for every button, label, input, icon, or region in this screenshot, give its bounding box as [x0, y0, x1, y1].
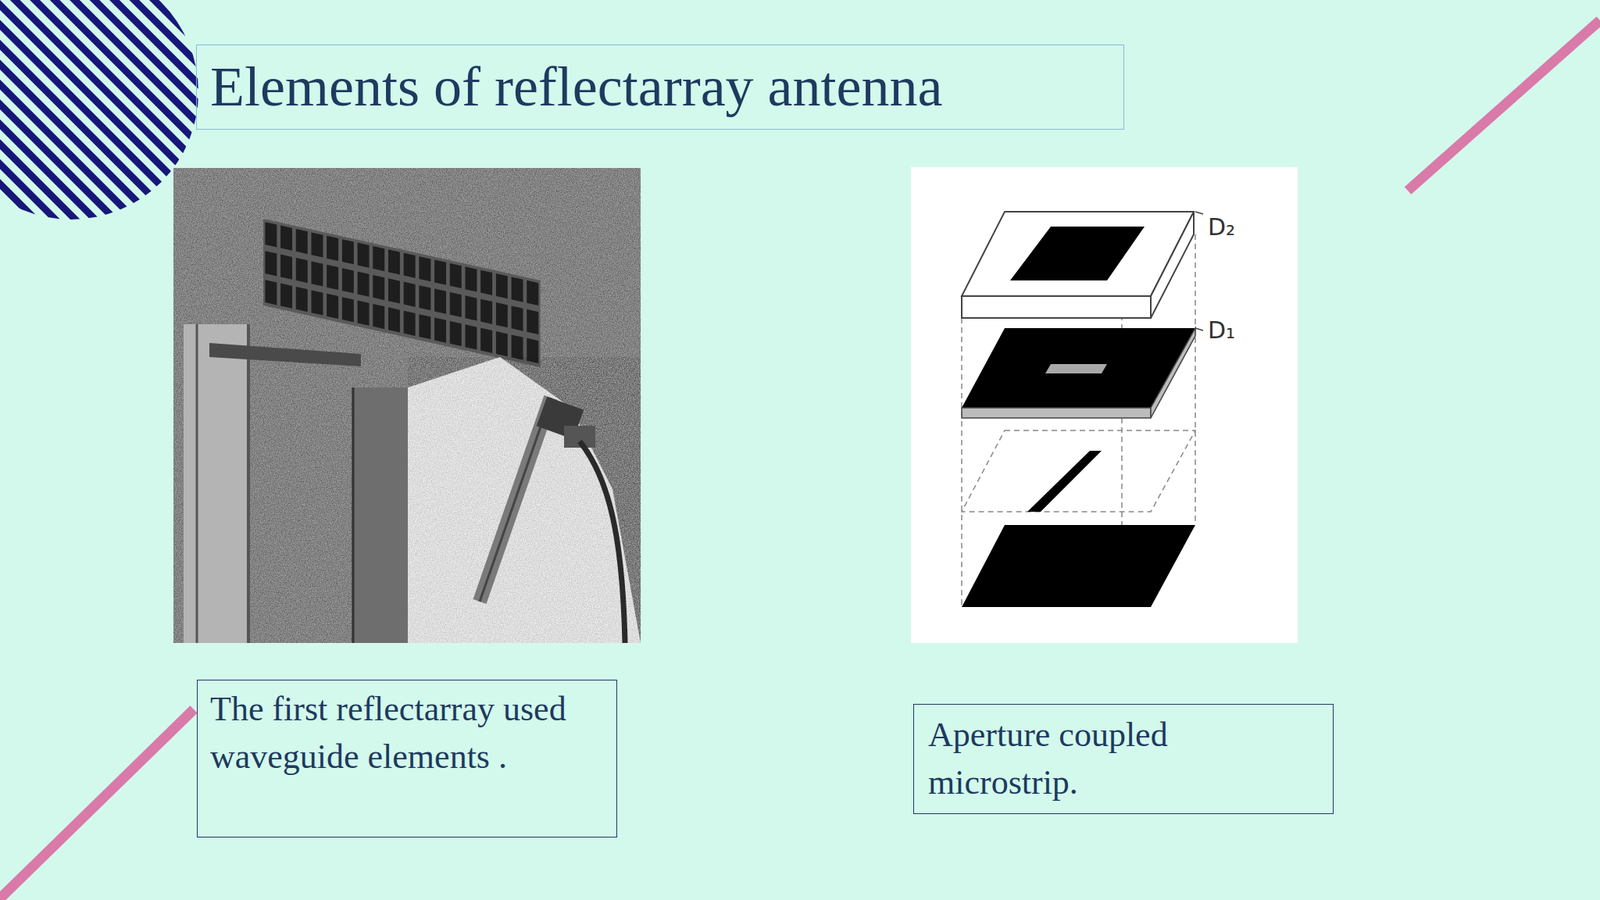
aperture-coupled-layers — [910, 167, 1298, 643]
slide-title: Elements of reflectarray antenna — [210, 56, 943, 118]
caption-text: Aperture coupled microstrip. — [928, 710, 1319, 807]
accent-line — [1407, 20, 1600, 191]
caption-box: The first reflectarray used waveguide el… — [196, 679, 618, 838]
accent-line — [0, 709, 194, 900]
layer-label: D₂ — [1207, 215, 1236, 240]
caption-text: The first reflectarray used waveguide el… — [210, 685, 584, 781]
waveguide-reflectarray-photo — [173, 167, 641, 643]
caption-box: Aperture coupled microstrip. — [913, 703, 1334, 815]
striped-circle — [0, 0, 204, 227]
title-box: Elements of reflectarray antenna — [196, 44, 1125, 130]
layer-label: D₁ — [1207, 318, 1236, 343]
